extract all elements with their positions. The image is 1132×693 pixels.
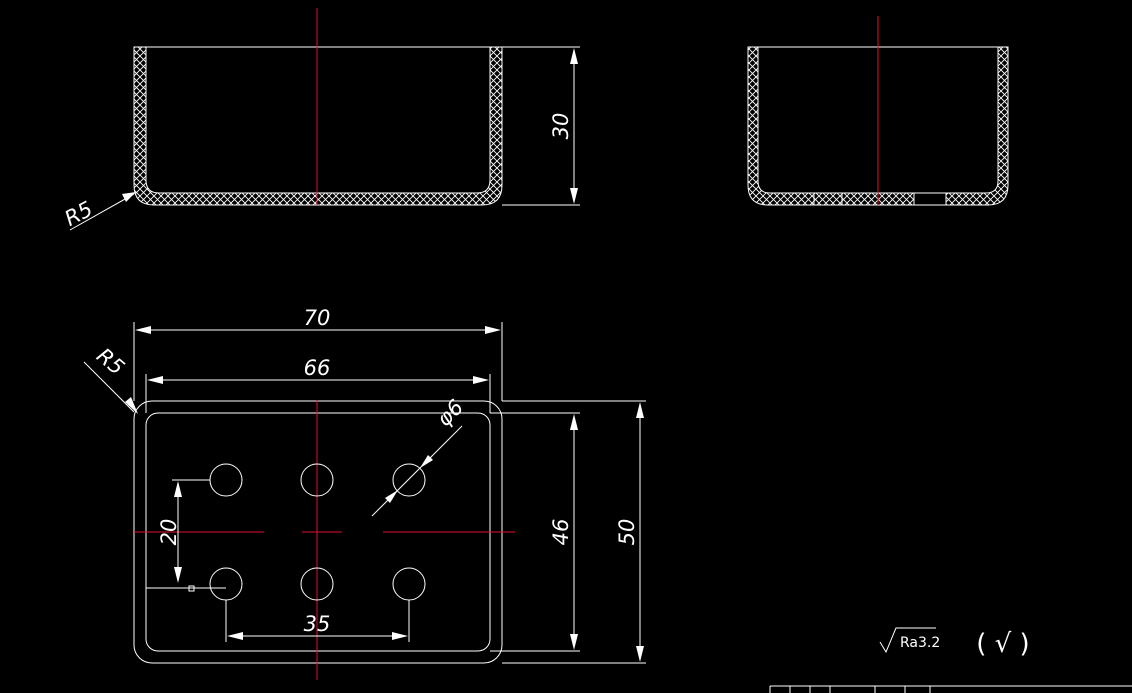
- hole: [209, 567, 243, 601]
- diameter-leader: [371, 425, 463, 517]
- dim-arrow: [135, 326, 151, 334]
- others-roughness-symbol: ( √ ): [976, 629, 1029, 659]
- dim-arrow: [485, 326, 501, 334]
- dim-text-inner-depth: 46: [549, 519, 573, 546]
- dim-arrow: [174, 567, 182, 583]
- dim-marker: [188, 585, 195, 592]
- dim-text-col-spacing: 35: [304, 612, 331, 636]
- surface-finish-note: Ra3.2 ( √ ): [879, 627, 1030, 659]
- roughness-value: Ra3.2: [900, 635, 940, 651]
- hole: [392, 567, 426, 601]
- dim-text-front-radius: R5: [61, 197, 97, 231]
- dim-arrow: [570, 634, 578, 650]
- roughness-symbol: [879, 627, 936, 654]
- front-section-view: 30 R5: [61, 8, 580, 231]
- dim-text-inner-width: 66: [304, 356, 331, 380]
- dim-text-outer-depth: 50: [615, 519, 639, 546]
- dim-arrow: [570, 414, 578, 430]
- radius-leader: [83, 361, 135, 413]
- side-wall-left-section: [747, 46, 843, 206]
- dim-arrow: [227, 632, 243, 640]
- dim-arrow: [122, 192, 136, 202]
- dim-arrow: [570, 188, 578, 204]
- hole-section-gap: [813, 192, 946, 206]
- hole: [300, 567, 334, 601]
- hole: [300, 463, 334, 497]
- dim-arrow: [570, 48, 578, 64]
- dim-arrow: [125, 397, 138, 414]
- dim-text-hole-diameter: φ6: [432, 395, 468, 431]
- dim-arrow: [473, 376, 489, 384]
- dim-text-row-spacing: 20: [157, 519, 181, 546]
- hole: [209, 463, 243, 497]
- dim-arrow: [420, 455, 433, 468]
- top-view: 70 66 R5 φ6 20 35: [83, 306, 646, 680]
- dim-text-height: 30: [549, 113, 573, 140]
- dim-arrow: [636, 646, 644, 662]
- front-wall-section: [133, 46, 503, 206]
- radius-leader: [69, 193, 135, 231]
- side-wall-right-section: [945, 46, 1009, 206]
- dim-text-outer-width: 70: [304, 306, 331, 330]
- dim-arrow: [385, 490, 398, 503]
- dim-arrow: [636, 402, 644, 418]
- dim-text-top-radius: R5: [92, 343, 129, 379]
- title-block-edge: [769, 685, 1132, 693]
- dim-arrow: [147, 376, 163, 384]
- hole: [392, 463, 426, 497]
- dim-arrow: [174, 481, 182, 497]
- dim-arrow: [392, 632, 408, 640]
- side-section-view: [747, 16, 1009, 206]
